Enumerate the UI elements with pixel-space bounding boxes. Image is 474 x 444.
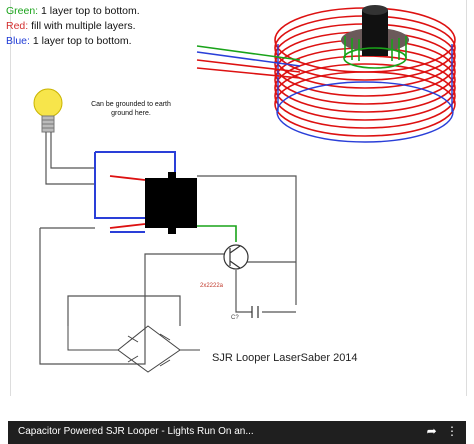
more-icon[interactable]: ⋮ xyxy=(446,424,458,438)
legend-blue: Blue: 1 layer top to bottom. xyxy=(6,34,140,49)
legend-blue-label: Blue: xyxy=(6,35,30,47)
video-title-bar[interactable]: Capacitor Powered SJR Looper - Lights Ru… xyxy=(8,421,466,444)
share-icon[interactable]: ➦ xyxy=(426,424,437,438)
legend-red-label: Red: xyxy=(6,20,29,32)
legend-red: Red: fill with multiple layers. xyxy=(6,19,140,34)
circuit-diagram xyxy=(33,5,456,373)
transistor xyxy=(223,244,249,270)
wire-legend: Green: 1 layer top to bottom. Red: fill … xyxy=(6,4,140,49)
brand-caption: SJR Looper LaserSaber 2014 xyxy=(212,352,358,364)
capacitor xyxy=(251,306,259,318)
legend-green-label: Green: xyxy=(6,5,39,17)
video-actions: ➦ ⋮ xyxy=(421,424,458,438)
coil xyxy=(196,5,456,143)
ground-note: Can be grounded to earth ground here. xyxy=(91,101,171,117)
legend-green: Green: 1 layer top to bottom. xyxy=(6,4,140,19)
transistor-label: 2x2222a xyxy=(200,283,224,289)
light-bulb xyxy=(33,88,63,133)
video-title[interactable]: Capacitor Powered SJR Looper - Lights Ru… xyxy=(18,426,254,437)
capacitor-label: C? xyxy=(231,315,239,321)
legend-blue-text: 1 layer top to bottom. xyxy=(29,35,132,47)
bridge-rectifier xyxy=(67,325,200,373)
legend-red-text: fill with multiple layers. xyxy=(28,20,136,32)
legend-green-text: 1 layer top to bottom. xyxy=(38,5,140,17)
